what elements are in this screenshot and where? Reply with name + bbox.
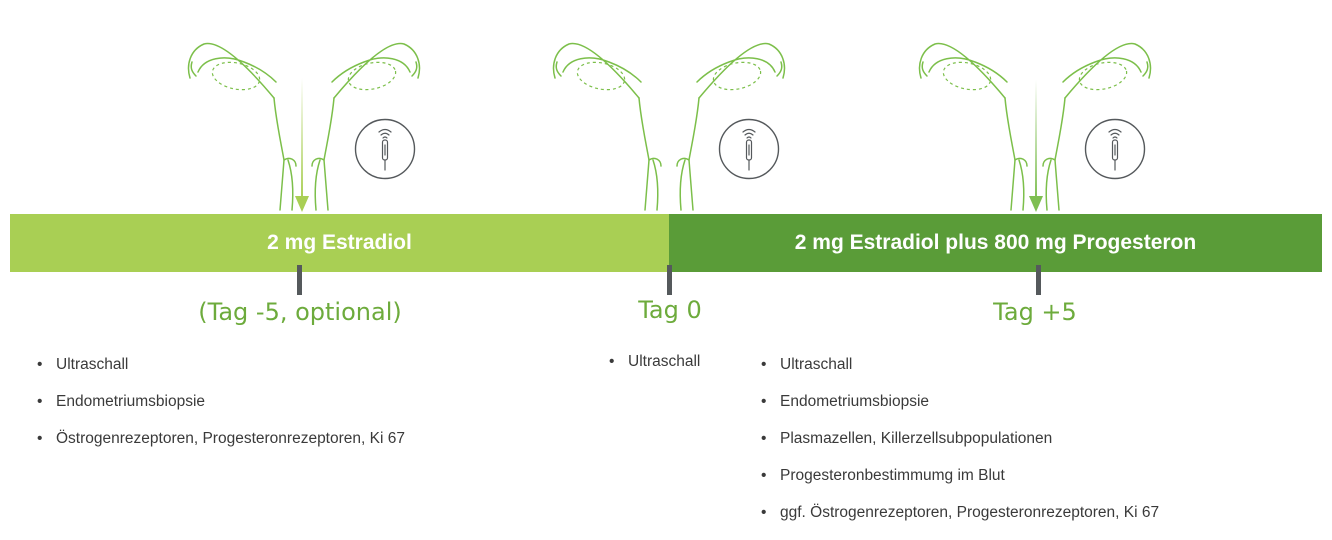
ultrasound-probe-icon	[354, 118, 416, 180]
list-item: Endometriumsbiopsie	[34, 392, 405, 429]
phase-label: 2 mg Estradiol plus 800 mg Progesteron	[795, 231, 1196, 255]
day-label: (Tag -5, optional)	[190, 298, 410, 326]
list-item: Ultraschall	[34, 355, 405, 392]
day-tick	[667, 265, 672, 295]
ultrasound-probe-icon	[1084, 118, 1146, 180]
exam-list-day-minus5: Ultraschall Endometriumsbiopsie Östrogen…	[34, 355, 405, 466]
ultrasound-probe-icon	[718, 118, 780, 180]
phase-label: 2 mg Estradiol	[267, 231, 412, 255]
phase-bar-estradiol-progesteron: 2 mg Estradiol plus 800 mg Progesteron	[669, 214, 1322, 272]
down-arrow-icon	[292, 78, 312, 214]
exam-list-day-plus5: Ultraschall Endometriumsbiopsie Plasmaze…	[758, 355, 1159, 540]
down-arrow-icon	[1026, 80, 1046, 214]
list-item: Progesteronbestimmumg im Blut	[758, 466, 1159, 503]
list-item: Ultraschall	[606, 352, 700, 389]
list-item: Endometriumsbiopsie	[758, 392, 1159, 429]
list-item: Plasmazellen, Killerzellsubpopulationen	[758, 429, 1159, 466]
list-item: Ultraschall	[758, 355, 1159, 392]
phase-bar-estradiol: 2 mg Estradiol	[10, 214, 669, 272]
list-item: ggf. Östrogenrezeptoren, Progesteronreze…	[758, 503, 1159, 540]
day-label: Tag 0	[600, 296, 740, 324]
day-tick	[1036, 265, 1041, 295]
day-tick	[297, 265, 302, 295]
list-item: Östrogenrezeptoren, Progesteronrezeptore…	[34, 429, 405, 466]
day-label: Tag +5	[950, 298, 1120, 326]
exam-list-day-0: Ultraschall	[606, 352, 700, 389]
